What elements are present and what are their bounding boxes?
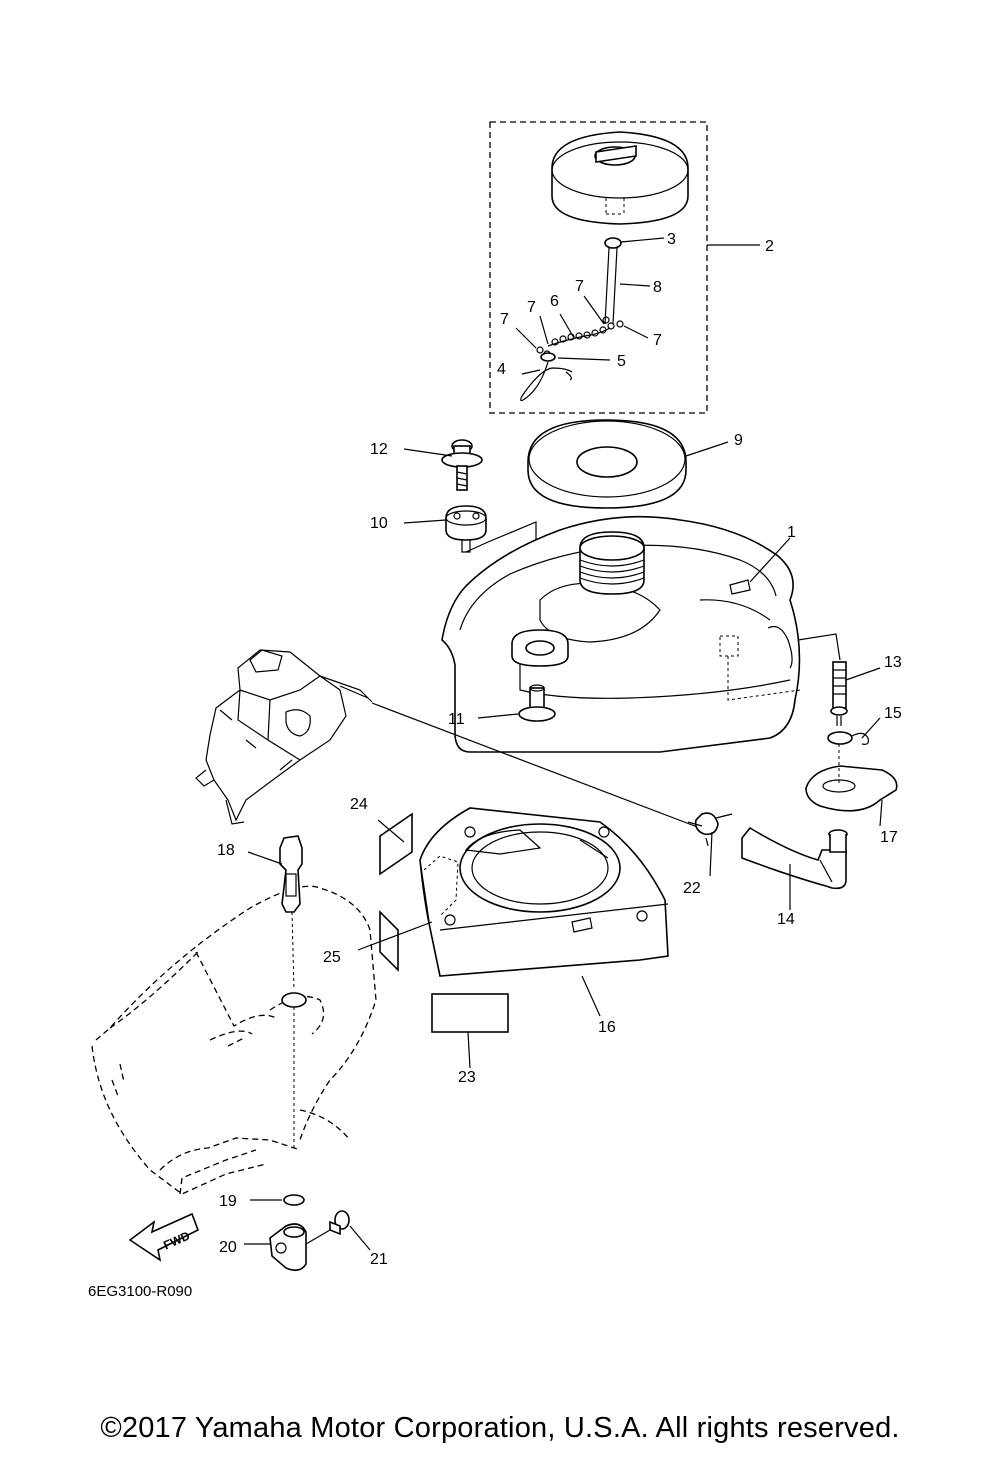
- callout-11: 11: [448, 711, 465, 728]
- callout-22: 22: [683, 880, 701, 897]
- callout-7: 7: [653, 332, 662, 349]
- callout-7: 7: [527, 299, 536, 316]
- callout-12: 12: [370, 441, 388, 458]
- callout-7: 7: [575, 278, 584, 295]
- callout-2: 2: [765, 238, 774, 255]
- callout-1: 1: [787, 524, 796, 541]
- tank-grommet: [518, 684, 556, 722]
- callout-21: 21: [370, 1251, 388, 1268]
- tank-bolt-grommet: [441, 439, 537, 645]
- callout-10: 10: [370, 515, 388, 532]
- callout-4: 5: [617, 353, 626, 370]
- callout-14: 14: [777, 911, 795, 928]
- bottom-cowling: [91, 885, 377, 1195]
- hose-clip: [687, 812, 733, 847]
- callout-15: 15: [884, 705, 902, 722]
- callout-23: 23: [458, 1069, 476, 1086]
- fuel-filter: [797, 633, 898, 812]
- callout-5: 6: [550, 293, 559, 310]
- callout-18: 18: [217, 842, 235, 859]
- fuel-tank-gasket: [527, 419, 687, 509]
- callout-24: 24: [350, 796, 368, 813]
- callout-25: 25: [323, 949, 341, 966]
- fuel-cap-assembly: [489, 121, 708, 414]
- callout-6: 4: [497, 361, 506, 378]
- callout-20: 20: [219, 1239, 237, 1256]
- fwd-arrow: FWD: [128, 1212, 200, 1262]
- callout-7: 7: [500, 311, 509, 328]
- callout-labels: 3 2 8 7 6 7 7 7 5 4 9 12 10 1 13 15 11 2…: [88, 231, 902, 1300]
- copyright-notice: ©2017 Yamaha Motor Corporation, U.S.A. A…: [100, 1412, 900, 1444]
- fuel-hose: [371, 702, 848, 890]
- carburetor: [195, 649, 373, 825]
- fuel-sensor: [279, 835, 307, 1150]
- callout-17: 17: [880, 829, 898, 846]
- callout-8: 8: [653, 279, 662, 296]
- diagram-code: 6EG3100-R090: [88, 1283, 192, 1300]
- callout-13: 13: [884, 654, 902, 671]
- callout-19: 19: [219, 1193, 237, 1210]
- callout-16: 16: [598, 1019, 616, 1036]
- label-stickers: [379, 812, 509, 1033]
- bottom-cowling-cover: [419, 807, 669, 977]
- callout-3: 3: [667, 231, 676, 248]
- leader-lines: [244, 237, 883, 1251]
- fuel-joint: [269, 1194, 350, 1272]
- callout-9: 9: [734, 432, 743, 449]
